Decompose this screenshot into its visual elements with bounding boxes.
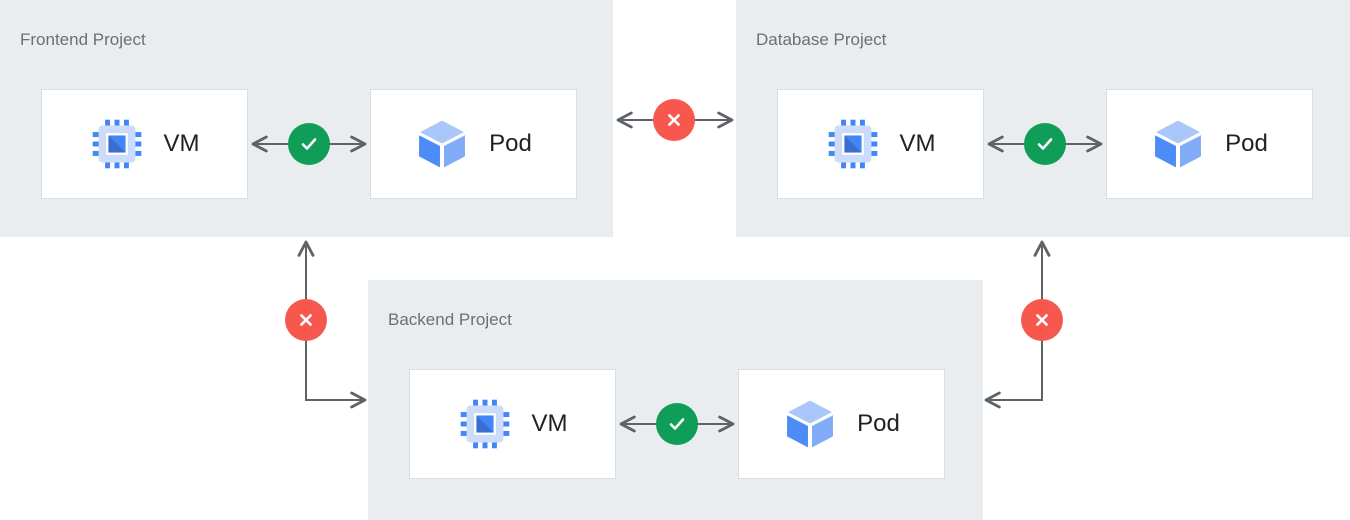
check-circle-icon — [288, 123, 330, 165]
database-project-title: Database Project — [756, 30, 887, 49]
backend-pod-node: Pod — [738, 369, 945, 479]
pod-node-label: Pod — [857, 410, 900, 437]
database-pod-node: Pod — [1106, 89, 1313, 199]
frontend-project-panel: Frontend Project VM — [0, 0, 613, 237]
x-circle-icon — [1021, 299, 1063, 341]
backend-project-panel: Backend Project VM — [368, 280, 983, 520]
vm-chip-icon — [826, 117, 880, 171]
vm-node-label: VM — [531, 410, 568, 437]
check-circle-icon — [656, 403, 698, 445]
pod-cube-icon — [783, 397, 837, 451]
x-circle-icon — [653, 99, 695, 141]
pod-node-label: Pod — [1225, 130, 1268, 157]
pod-cube-icon — [415, 117, 469, 171]
x-circle-icon — [285, 299, 327, 341]
database-vm-node: VM — [777, 89, 984, 199]
vm-node-label: VM — [899, 130, 936, 157]
frontend-project-title: Frontend Project — [20, 30, 146, 49]
backend-project-title: Backend Project — [388, 310, 512, 329]
vm-chip-icon — [90, 117, 144, 171]
backend-vm-node: VM — [409, 369, 616, 479]
vm-node-label: VM — [163, 130, 200, 157]
pod-node-label: Pod — [489, 130, 532, 157]
database-project-panel: Database Project VM — [736, 0, 1350, 237]
check-circle-icon — [1024, 123, 1066, 165]
frontend-pod-node: Pod — [370, 89, 577, 199]
vm-chip-icon — [458, 397, 512, 451]
pod-cube-icon — [1151, 117, 1205, 171]
frontend-vm-node: VM — [41, 89, 248, 199]
